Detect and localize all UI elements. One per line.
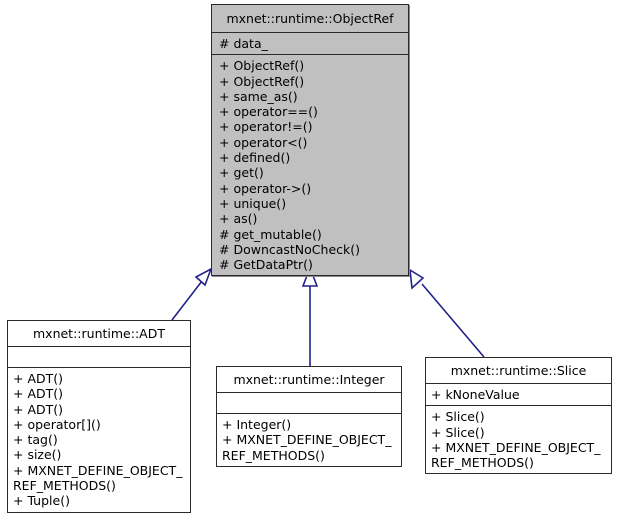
method-item: # DowncastNoCheck() (219, 241, 361, 257)
method-item: + Tuple() (13, 493, 70, 509)
method-item: + as() (219, 211, 258, 227)
methods-objectref: + ObjectRef() + ObjectRef() + same_as() … (212, 55, 408, 275)
inheritance-edge-slice (409, 268, 485, 358)
inheritance-edge-adt (171, 267, 213, 321)
methods-adt: + ADT() + ADT() + ADT() + operator[]() +… (8, 368, 190, 512)
attributes-slice: + kNoneValue (426, 384, 611, 405)
compartment-divider (8, 367, 190, 368)
class-title-integer: mxnet::runtime::Integer (233, 372, 385, 387)
method-item: + Integer() (222, 417, 292, 432)
compartment-divider (8, 346, 190, 347)
attribute-item: + kNoneValue (431, 387, 520, 402)
methods-slice: + Slice() + Slice() + MXNET_DEFINE_OBJEC… (426, 406, 611, 473)
method-item: + tag() (13, 432, 58, 448)
attribute-item: # data_ (219, 36, 268, 51)
method-item: + ADT() (13, 401, 64, 417)
method-item: # GetDataPtr() (219, 257, 313, 273)
class-title-adt: mxnet::runtime::ADT (33, 326, 165, 341)
method-item: + ObjectRef() (219, 58, 305, 74)
compartment-divider (426, 405, 611, 407)
compartment-divider (426, 383, 611, 384)
method-item: + size() (13, 447, 62, 463)
attributes-integer (217, 393, 401, 413)
method-item: + MXNET_DEFINE_OBJECT_REF_METHODS() (13, 462, 183, 494)
method-item: + get() (219, 165, 264, 181)
method-item: + unique() (219, 195, 287, 211)
class-title-slice: mxnet::runtime::Slice (450, 363, 587, 378)
compartment-divider (217, 413, 401, 414)
attributes-adt (8, 347, 190, 367)
method-item: + operator[]() (13, 416, 101, 432)
method-item: + ADT() (13, 371, 64, 386)
compartment-divider (212, 54, 408, 56)
class-title-objectref: mxnet::runtime::ObjectRef (226, 11, 394, 26)
method-item: + MXNET_DEFINE_OBJECT_REF_METHODS() (222, 432, 392, 463)
method-item: + operator==() (219, 104, 318, 120)
method-item: + same_as() (219, 88, 298, 104)
compartment-divider (212, 32, 408, 33)
method-item: + ADT() (13, 386, 64, 402)
attributes-objectref: # data_ (212, 33, 408, 54)
method-item: + operator!=() (219, 119, 313, 135)
method-item: + operator<() (219, 134, 308, 150)
method-item: + ObjectRef() (219, 73, 305, 89)
methods-integer: + Integer() + MXNET_DEFINE_OBJECT_REF_ME… (217, 414, 401, 466)
method-item: + Slice() (431, 424, 485, 440)
method-item: # get_mutable() (219, 226, 322, 242)
inheritance-edge-integer (301, 265, 319, 366)
method-item: + Slice() (431, 409, 485, 425)
class-box-objectref[interactable]: mxnet::runtime::ObjectRef # data_ + Obje… (211, 4, 409, 277)
class-box-integer[interactable]: mxnet::runtime::Integer + Integer() + MX… (216, 366, 402, 467)
class-box-adt[interactable]: mxnet::runtime::ADT + ADT() + ADT() + AD… (7, 320, 191, 513)
class-box-slice[interactable]: mxnet::runtime::Slice + kNoneValue + Sli… (425, 357, 612, 475)
method-item: + operator->() (219, 180, 312, 196)
method-item: + MXNET_DEFINE_OBJECT_REF_METHODS() (431, 439, 601, 471)
compartment-divider (217, 392, 401, 393)
method-item: + defined() (219, 150, 291, 166)
